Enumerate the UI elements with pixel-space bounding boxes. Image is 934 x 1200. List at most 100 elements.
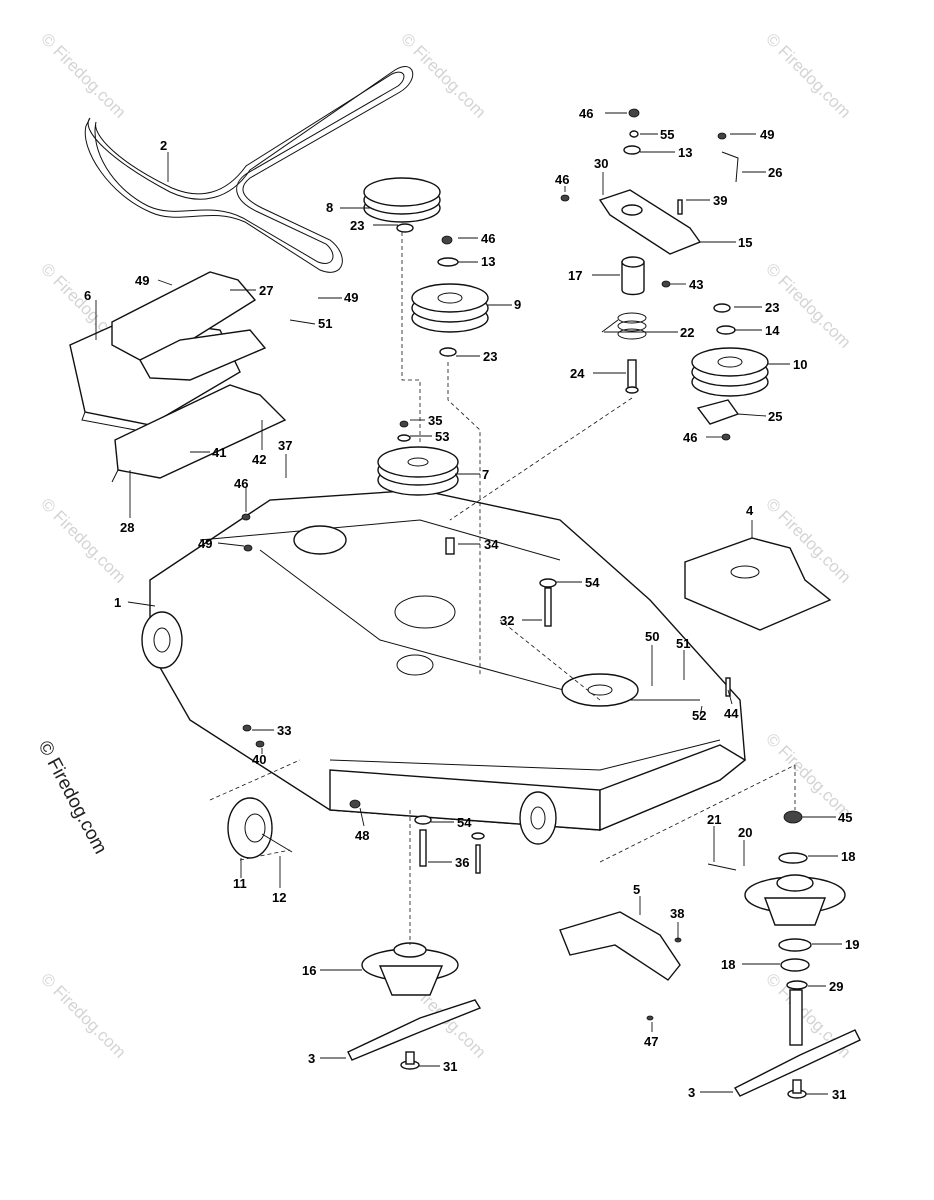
callout-23: 23 — [350, 218, 364, 233]
callout-16: 16 — [302, 963, 316, 978]
callout-40: 40 — [252, 752, 266, 767]
callout-39: 39 — [713, 193, 727, 208]
watermark: © Firedog.com — [397, 29, 489, 121]
washers-upper — [396, 223, 459, 357]
callout-22: 22 — [680, 325, 694, 340]
callout-37: 37 — [278, 438, 292, 453]
callout-46: 46 — [555, 172, 569, 187]
callout-1: 1 — [114, 595, 121, 610]
callout-43: 43 — [689, 277, 703, 292]
callout-4: 4 — [746, 503, 754, 518]
deck-hardware — [241, 194, 731, 1021]
bracket-25 — [696, 399, 740, 425]
callout-54: 54 — [585, 575, 600, 590]
mower-deck-1 — [149, 489, 747, 832]
watermark: © Firedog.com — [37, 969, 129, 1061]
callout-54: 54 — [457, 815, 472, 830]
handle-26 — [717, 132, 739, 183]
callout-29: 29 — [829, 979, 843, 994]
callout-3: 3 — [688, 1085, 695, 1100]
callout-9: 9 — [514, 297, 521, 312]
blade-bolt-31a — [400, 1051, 420, 1070]
key-21 — [707, 863, 737, 871]
idler-pulley-10 — [691, 303, 769, 397]
leader-lines — [95, 112, 842, 1095]
copyright-label: © Firedog.com — [34, 737, 111, 857]
callout-27: 27 — [259, 283, 273, 298]
callout-36: 36 — [455, 855, 469, 870]
callout-18: 18 — [721, 957, 735, 972]
callout-8: 8 — [326, 200, 333, 215]
callout-23: 23 — [483, 349, 497, 364]
callout-20: 20 — [738, 825, 752, 840]
bracket-28 — [111, 384, 287, 483]
spindle-assembly-right — [744, 810, 846, 1046]
callout-13: 13 — [481, 254, 495, 269]
deck-shield-4 — [684, 537, 832, 631]
deck-wheels — [141, 611, 557, 845]
callout-49: 49 — [344, 290, 358, 305]
callout-25: 25 — [768, 409, 782, 424]
callout-15: 15 — [738, 235, 752, 250]
callout-24: 24 — [570, 366, 585, 381]
blade-3b — [734, 1029, 861, 1097]
idler-pulley-9 — [411, 283, 489, 333]
callout-42: 42 — [252, 452, 266, 467]
callout-31: 31 — [832, 1087, 846, 1102]
callout-14: 14 — [765, 323, 780, 338]
deck-shield-5 — [559, 911, 681, 981]
gauge-wheel-11 — [227, 797, 273, 859]
axle-bolt-12 — [261, 833, 293, 853]
callout-21: 21 — [707, 812, 721, 827]
watermark: © Firedog.com — [762, 729, 854, 821]
blade-bolt-31b — [787, 1079, 807, 1099]
callout-55: 55 — [660, 127, 674, 142]
callout-12: 12 — [272, 890, 286, 905]
callout-13: 13 — [678, 145, 692, 160]
callout-46: 46 — [234, 476, 248, 491]
bushing-17 — [621, 256, 645, 296]
callout-33: 33 — [277, 723, 291, 738]
callout-10: 10 — [793, 357, 807, 372]
callout-11: 11 — [233, 876, 247, 891]
watermark: © Firedog.com — [762, 29, 854, 121]
drive-pulley-7 — [377, 420, 459, 496]
callout-47: 47 — [644, 1034, 658, 1049]
callout-46: 46 — [683, 430, 697, 445]
callout-23: 23 — [765, 300, 779, 315]
drive-belt — [84, 66, 414, 273]
spindle-16 — [361, 942, 459, 996]
callout-3: 3 — [308, 1051, 315, 1066]
callout-17: 17 — [568, 268, 582, 283]
blade-3a — [347, 999, 482, 1061]
callout-7: 7 — [482, 467, 489, 482]
idler-pulley-8 — [363, 177, 441, 223]
callout-49: 49 — [198, 536, 212, 551]
callout-2: 2 — [160, 138, 167, 153]
callout-labels: 2 8 23 46 13 9 23 6 49 27 49 51 41 42 37… — [84, 106, 859, 1102]
callout-28: 28 — [120, 520, 134, 535]
callout-49: 49 — [135, 273, 149, 288]
callout-38: 38 — [670, 906, 684, 921]
callout-5: 5 — [633, 882, 640, 897]
callout-41: 41 — [212, 445, 226, 460]
callout-51: 51 — [676, 636, 690, 651]
callout-6: 6 — [84, 288, 91, 303]
callout-51: 51 — [318, 316, 332, 331]
callout-46: 46 — [579, 106, 593, 121]
callout-44: 44 — [724, 706, 739, 721]
callout-48: 48 — [355, 828, 369, 843]
spring-22 — [601, 312, 647, 340]
bracket-27 — [111, 271, 267, 381]
callout-34: 34 — [484, 537, 499, 552]
callout-49: 49 — [760, 127, 774, 142]
watermark: © Firedog.com — [37, 29, 129, 121]
callout-18: 18 — [841, 849, 855, 864]
callout-32: 32 — [500, 613, 514, 628]
callout-53: 53 — [435, 429, 449, 444]
callout-52: 52 — [692, 708, 706, 723]
callout-31: 31 — [443, 1059, 457, 1074]
callout-50: 50 — [645, 629, 659, 644]
idler-arm-15 — [598, 108, 702, 255]
